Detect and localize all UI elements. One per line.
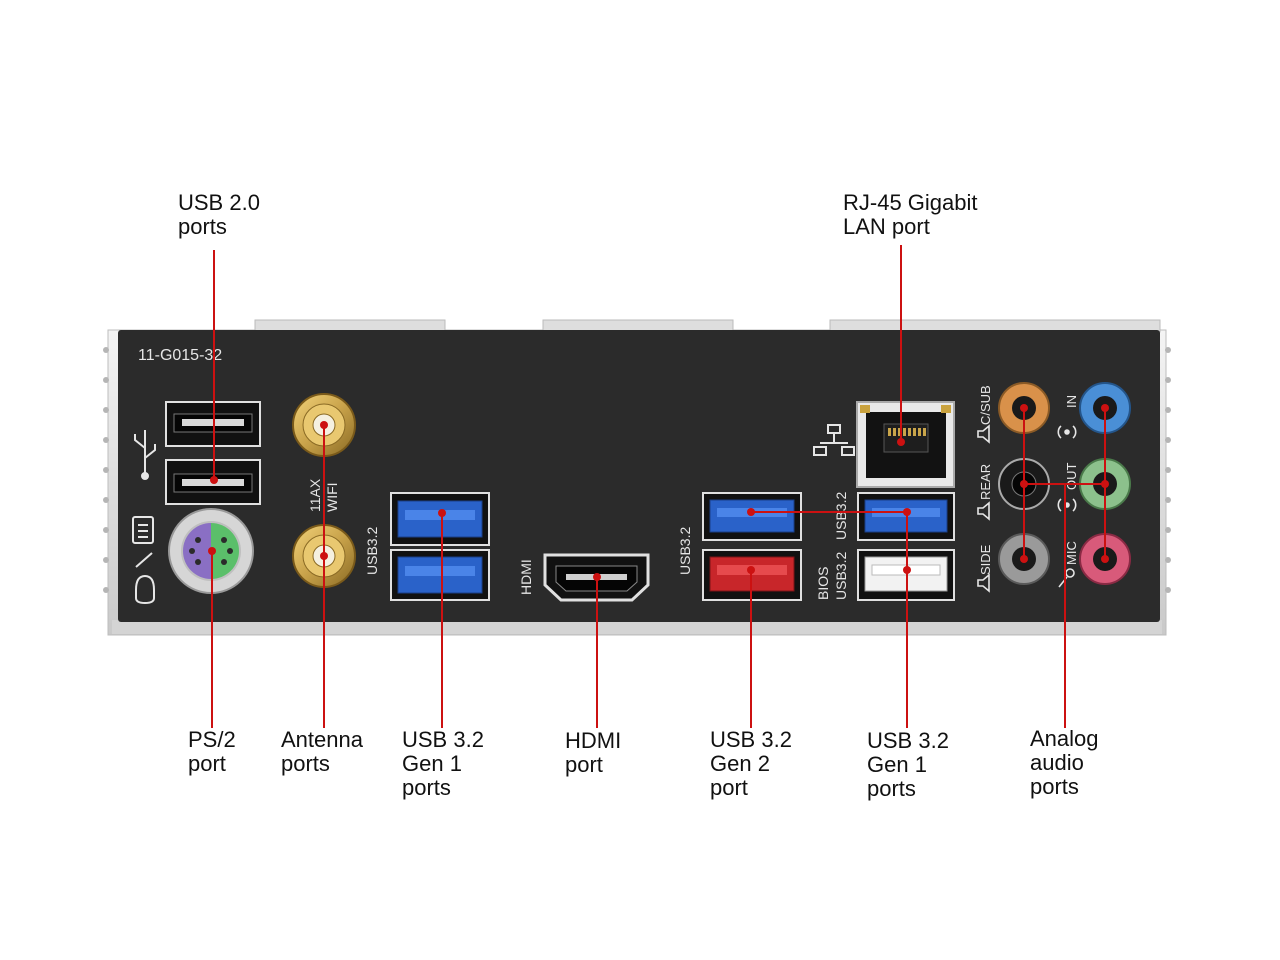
callout-usb32-gen2-line1: USB 3.2 <box>710 727 792 752</box>
audio-silk-in: IN <box>1064 395 1079 408</box>
callout-hdmi-line1: HDMI <box>565 728 622 753</box>
usb-icon <box>134 430 156 480</box>
rj45-port[interactable] <box>856 401 955 488</box>
usb32-gen1-port-a[interactable] <box>702 492 802 541</box>
callout-ps2: PS/2 port <box>188 728 236 776</box>
callout-analog-audio: Analog audio ports <box>1030 727 1099 799</box>
callout-usb32-gen1-left: USB 3.2 Gen 1 ports <box>402 728 484 800</box>
usb32-mid-silk: USB3.2 <box>677 527 693 575</box>
callout-usb20: USB 2.0 ports <box>178 191 260 239</box>
callout-usb32-gen1-left-line1: USB 3.2 <box>402 727 484 752</box>
audio-silk-mic: MIC <box>1064 541 1079 565</box>
usb32-left-silk: USB3.2 <box>364 527 380 575</box>
usb32-bios-silk: USB3.2 <box>833 552 849 600</box>
network-icon <box>813 424 855 456</box>
mouse-keyboard-icon <box>132 516 155 605</box>
bios-silk: BIOS <box>815 567 831 600</box>
audio-silk-side: SIDE <box>978 544 993 575</box>
callout-antenna: Antenna ports <box>281 728 363 776</box>
callout-ps2-line1: PS/2 <box>188 727 236 752</box>
usb32-right-top-silk: USB3.2 <box>833 492 849 540</box>
model-code: 11-G015-32 <box>138 347 222 364</box>
callout-rj45-line1: RJ-45 Gigabit <box>843 190 978 215</box>
audio-silk-csub: C/SUB <box>978 385 993 425</box>
callout-ps2-line2: port <box>188 751 226 776</box>
callout-antenna-line1: Antenna <box>281 727 363 752</box>
audio-silk-out: OUT <box>1064 463 1079 491</box>
usb32-left-port-bottom[interactable] <box>390 549 490 601</box>
callout-usb32-gen2: USB 3.2 Gen 2 port <box>710 728 792 800</box>
callout-usb32-gen1-right-line2: Gen 1 <box>867 752 927 777</box>
antenna-silk-11ax: 11AX <box>307 478 323 512</box>
callout-usb32-gen2-line2: Gen 2 <box>710 751 770 776</box>
callout-rj45: RJ-45 Gigabit LAN port <box>843 191 978 239</box>
callout-usb32-gen2-line3: port <box>710 775 748 800</box>
callout-usb32-gen1-left-line3: ports <box>402 775 451 800</box>
callout-usb32-gen1-right: USB 3.2 Gen 1 ports <box>867 729 949 801</box>
callout-analog-line2: audio <box>1030 750 1084 775</box>
callout-usb32-gen1-right-line3: ports <box>867 776 916 801</box>
audio-wave-icon <box>1057 425 1077 512</box>
callout-hdmi-line2: port <box>565 752 603 777</box>
callout-usb32-gen1-right-line1: USB 3.2 <box>867 728 949 753</box>
leader-lines <box>211 245 1106 728</box>
speaker-icon <box>977 424 990 593</box>
hdmi-silk: HDMI <box>518 559 534 595</box>
callout-rj45-line2: LAN port <box>843 214 930 239</box>
leader-dots <box>208 404 1109 581</box>
callout-hdmi: HDMI port <box>565 729 621 777</box>
callout-usb20-line1: USB 2.0 <box>178 190 260 215</box>
callout-analog-line3: ports <box>1030 774 1079 799</box>
callout-usb32-gen1-left-line2: Gen 1 <box>402 751 462 776</box>
callout-usb20-line2: ports <box>178 214 227 239</box>
usb32-left-port-top[interactable] <box>390 492 490 546</box>
audio-silk-rear: REAR <box>978 464 993 500</box>
antenna-silk-wifi: WIFI <box>324 482 340 512</box>
callout-analog-line1: Analog <box>1030 726 1099 751</box>
callout-antenna-line2: ports <box>281 751 330 776</box>
